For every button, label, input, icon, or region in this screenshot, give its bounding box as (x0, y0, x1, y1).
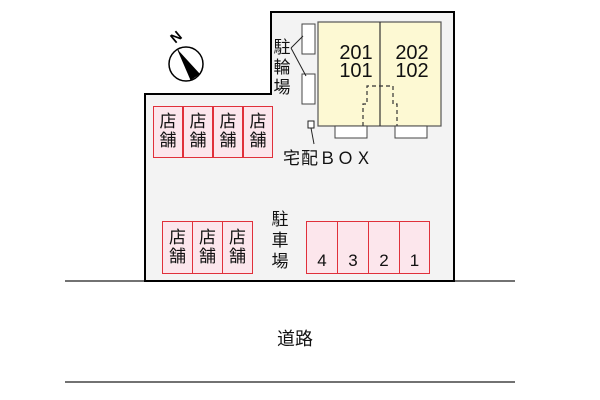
svg-text:N: N (167, 27, 185, 46)
label-char: 駐 (273, 38, 291, 58)
store-top-1: 店舗 (153, 106, 183, 158)
store-label: 店 (219, 112, 237, 132)
space-number: 3 (348, 251, 358, 270)
bicycle-rack-1 (301, 23, 316, 55)
space-number: 2 (379, 251, 389, 270)
label-char: 駐 (271, 210, 289, 230)
unit-number-202: 202 (395, 42, 429, 64)
store-label: 舗 (159, 131, 177, 151)
store-label: 店 (249, 112, 267, 132)
store-label: 舗 (219, 131, 237, 151)
bicycle-parking-label: 駐 輪 場 (272, 38, 292, 98)
space-number: 1 (409, 251, 420, 270)
store-label: 店 (229, 227, 246, 248)
store-label: 舗 (189, 131, 207, 151)
store-top-4: 店舗 (243, 106, 273, 158)
unit-label-left: 201 101 (334, 42, 378, 82)
delivery-box-marker (307, 120, 315, 129)
store-label: 舗 (249, 131, 267, 151)
leader-line (290, 47, 307, 77)
store-bottom-3: 店舗 (222, 221, 253, 274)
leader-line (310, 127, 315, 145)
store-label: 店 (159, 112, 177, 132)
unit-number-101: 101 (339, 60, 373, 82)
store-label: 舗 (199, 246, 216, 267)
store-label: 舗 (229, 246, 246, 267)
label-char: 場 (271, 252, 289, 272)
unit-label-right: 202 102 (390, 42, 434, 82)
road-label: 道路 (277, 329, 313, 350)
parking-space-3: 3 (337, 221, 369, 274)
unit-number-102: 102 (395, 60, 429, 82)
store-label: 店 (189, 112, 207, 132)
parking-space-2: 2 (368, 221, 400, 274)
store-label: 店 (169, 227, 186, 248)
entrance-dashed-outline (362, 85, 398, 126)
label-char: 輪 (273, 58, 291, 78)
north-arrow-icon: N (167, 27, 204, 82)
leader-line (290, 35, 304, 49)
unit-number-201: 201 (339, 42, 373, 64)
label-char: 車 (271, 231, 289, 251)
label-char: 場 (273, 78, 291, 98)
car-parking-label: 駐 車 場 (270, 210, 290, 273)
balcony-right (394, 125, 428, 139)
delivery-box-label: 宅配ＢＯＸ (283, 149, 373, 169)
store-bottom-1: 店舗 (162, 221, 193, 274)
store-label: 店 (199, 227, 216, 248)
store-top-2: 店舗 (183, 106, 213, 158)
balcony-left (334, 125, 368, 139)
store-label: 舗 (169, 246, 186, 267)
parking-space-4: 4 (306, 221, 338, 274)
bicycle-rack-2 (301, 73, 316, 105)
space-number: 4 (317, 251, 327, 270)
store-bottom-2: 店舗 (192, 221, 223, 274)
store-top-3: 店舗 (213, 106, 243, 158)
parking-space-1: 1 (399, 221, 430, 274)
